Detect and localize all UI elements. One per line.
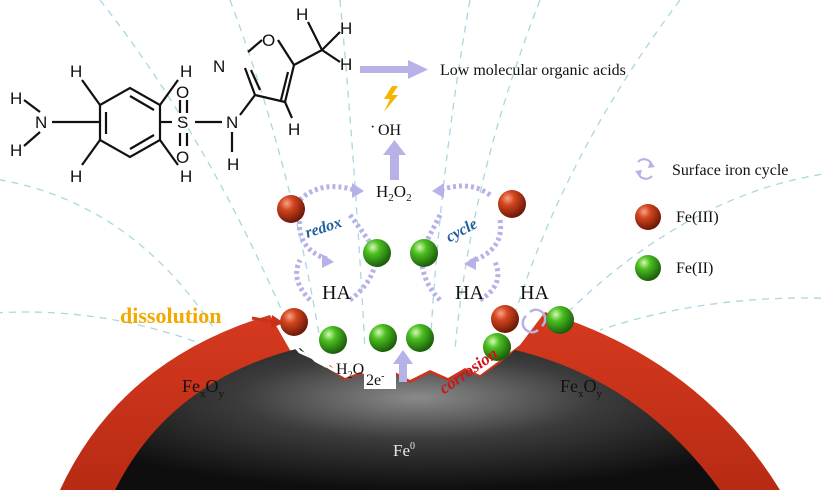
product-arrow bbox=[360, 60, 428, 79]
fexoy-label-right: FexOy bbox=[560, 376, 603, 400]
two-e-label-bg bbox=[364, 369, 396, 389]
iron-particle bbox=[60, 312, 780, 490]
fe3-spheres bbox=[277, 190, 526, 336]
fe2-sphere bbox=[546, 306, 574, 334]
cycle-label: cycle bbox=[443, 215, 480, 245]
ha-label-right: HA bbox=[520, 282, 549, 304]
atom-h: H bbox=[340, 55, 352, 74]
atom-h: H bbox=[296, 5, 308, 24]
dissolution-label: dissolution bbox=[120, 303, 222, 328]
fe2-sphere bbox=[319, 326, 347, 354]
atom-n: N bbox=[35, 113, 47, 132]
radical-dot: · bbox=[370, 119, 375, 136]
legend: Surface iron cycle Fe(III) Fe(II) bbox=[635, 158, 788, 281]
legend-fe3-sphere bbox=[635, 204, 661, 230]
fexoy-label-left: FexOy bbox=[182, 376, 225, 400]
dissolution-arrow bbox=[251, 315, 284, 328]
arrowheads bbox=[322, 183, 476, 270]
atom-o: O bbox=[262, 31, 275, 50]
two-e-label: 2e- bbox=[366, 371, 384, 389]
atom-h: H bbox=[70, 167, 82, 186]
sulfamethoxazole-molecule bbox=[23, 21, 341, 166]
legend-surface-iron-cycle: Surface iron cycle bbox=[672, 162, 788, 179]
fe3-sphere bbox=[498, 190, 526, 218]
atom-o: O bbox=[176, 83, 189, 102]
radical-text: OH bbox=[378, 122, 402, 139]
fe3-sphere bbox=[491, 305, 519, 333]
fe3-sphere bbox=[277, 195, 305, 223]
metal-core bbox=[115, 348, 720, 490]
atom-h: H bbox=[10, 89, 22, 108]
fe2-sphere bbox=[369, 324, 397, 352]
atom-h: H bbox=[340, 19, 352, 38]
lightning-icon bbox=[384, 86, 398, 112]
h2o2-to-oh-arrow bbox=[383, 140, 406, 180]
legend-fe2-sphere bbox=[635, 255, 661, 281]
ha-label-middle: HA bbox=[455, 282, 484, 304]
atom-n: N bbox=[226, 113, 238, 132]
atom-n: N bbox=[213, 57, 225, 76]
ha-label-left: HA bbox=[322, 282, 351, 304]
electron-arrow bbox=[393, 350, 413, 382]
atom-h: H bbox=[227, 155, 239, 174]
products-label: Low molecular organic acids bbox=[440, 62, 626, 79]
legend-fe2-label: Fe(II) bbox=[676, 260, 713, 277]
redox-label: redox bbox=[303, 214, 344, 242]
h2o2-top-label: H2O2 bbox=[376, 182, 412, 204]
legend-cycle-icon bbox=[635, 158, 655, 180]
hydroxyl-radical-label: · OH bbox=[370, 119, 402, 139]
fe2-sphere bbox=[410, 239, 438, 267]
legend-fe3-label: Fe(III) bbox=[676, 209, 719, 226]
atom-h: H bbox=[70, 62, 82, 81]
molecule-atoms: H N H H H H H O S O N H N O H H H H bbox=[10, 5, 352, 186]
atom-h: H bbox=[10, 141, 22, 160]
atom-h: H bbox=[288, 120, 300, 139]
atom-h: H bbox=[180, 62, 192, 81]
fe2-sphere bbox=[363, 239, 391, 267]
fe2-spheres bbox=[319, 239, 574, 361]
fe3-sphere bbox=[280, 308, 308, 336]
atom-o: O bbox=[176, 148, 189, 167]
fe2-sphere bbox=[483, 333, 511, 361]
fe0-label: Fe0 bbox=[393, 441, 415, 460]
surface-cycle-icon bbox=[521, 308, 547, 334]
atom-s: S bbox=[177, 113, 188, 132]
atom-h: H bbox=[180, 167, 192, 186]
fe2-sphere bbox=[406, 324, 434, 352]
